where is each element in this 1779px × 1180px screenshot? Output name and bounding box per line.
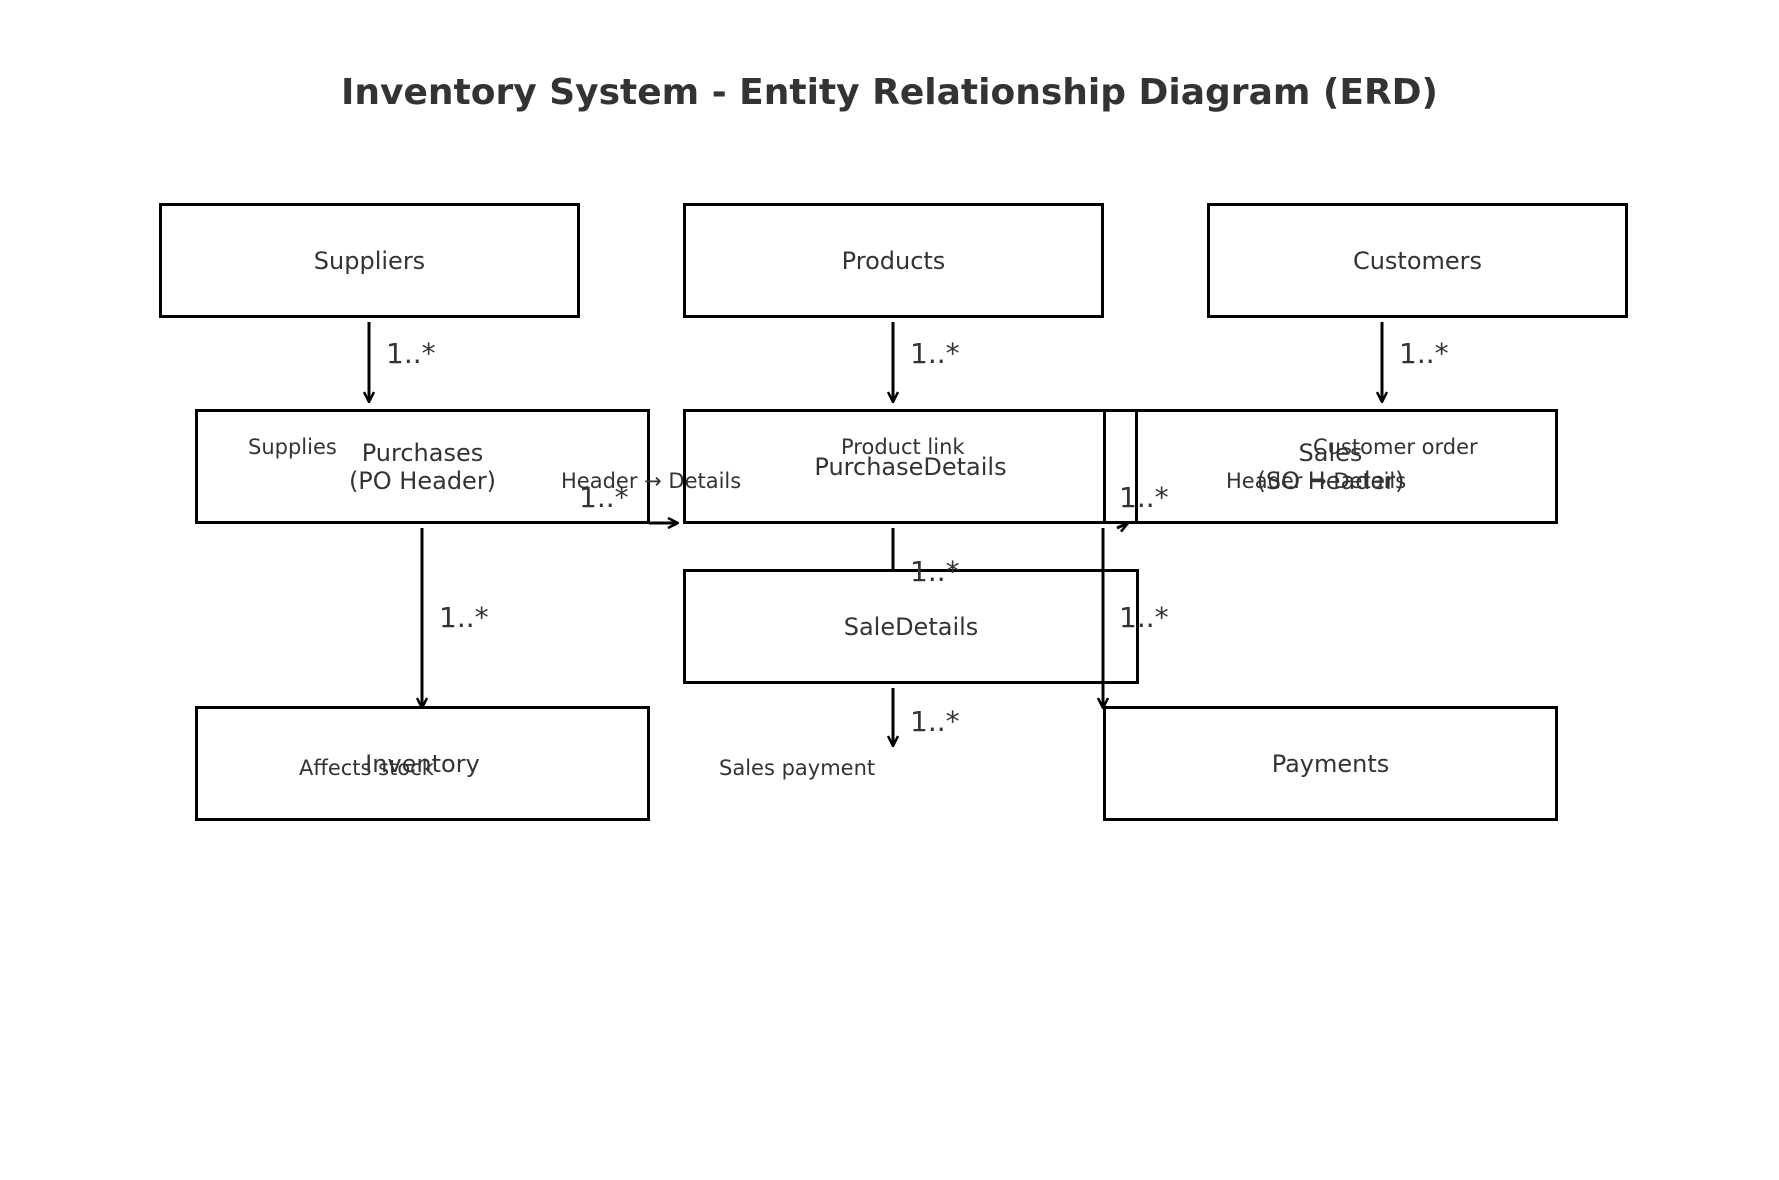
relationship-label-supplies: Supplies xyxy=(248,435,337,459)
cardinality-purchase-details-inventory: 1..* xyxy=(910,555,960,588)
entity-purchases: Purchases (PO Header) xyxy=(195,409,650,524)
entity-payments: Payments xyxy=(1103,706,1558,821)
entity-inventory: Inventory xyxy=(195,706,650,821)
diagram-title: Inventory System - Entity Relationship D… xyxy=(340,72,1439,113)
entity-products: Products xyxy=(683,203,1104,318)
cardinality-sales-sale-details: 1..* xyxy=(1119,481,1169,514)
cardinality-purchases-purchase-details: 1..* xyxy=(579,481,629,514)
cardinality-customers-sales: 1..* xyxy=(1399,337,1449,370)
entity-suppliers: Suppliers xyxy=(159,203,580,318)
cardinality-suppliers-purchases: 1..* xyxy=(386,337,436,370)
entity-purchase-details: PurchaseDetails xyxy=(683,409,1138,524)
relationship-label-sales-payment: Sales payment xyxy=(719,756,876,780)
cardinality-products-purchase-details: 1..* xyxy=(910,337,960,370)
relationship-label-affects-stock: Affects stock xyxy=(299,756,434,780)
cardinality-purchases-inventory: 1..* xyxy=(439,601,489,634)
cardinality-sale-details-payments: 1..* xyxy=(910,705,960,738)
relationship-label-sales-header-details: Header → Details xyxy=(1226,469,1407,493)
cardinality-sales-payments: 1..* xyxy=(1119,601,1169,634)
entity-sale-details: SaleDetails xyxy=(683,569,1139,684)
entity-customers: Customers xyxy=(1207,203,1628,318)
relationship-label-product-link: Product link xyxy=(841,435,965,459)
entity-sales: Sales (SO Header) xyxy=(1103,409,1558,524)
relationship-label-purchase-header-details: Header → Details xyxy=(561,469,742,493)
relationship-label-customer-order: Customer order xyxy=(1313,435,1478,459)
